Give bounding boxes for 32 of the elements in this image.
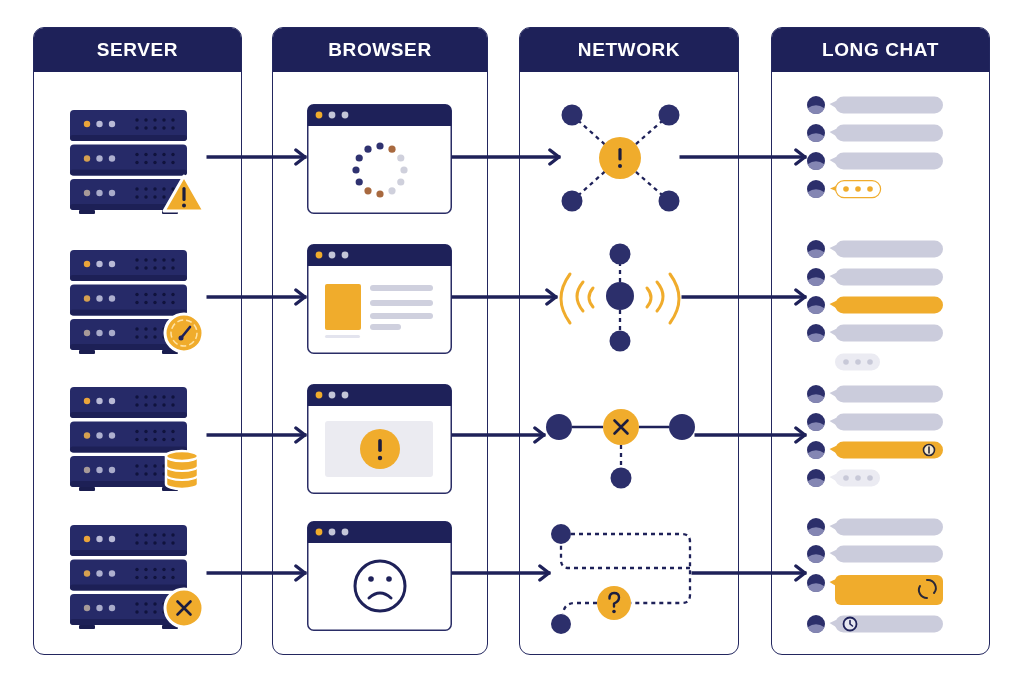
arrow [451, 148, 561, 166]
network-graph-illustration [560, 103, 680, 212]
arrow [451, 288, 558, 306]
chat-thread-illustration [806, 384, 944, 488]
arrow [681, 288, 807, 306]
network-graph-illustration [545, 408, 695, 489]
browser-window-illustration [306, 103, 452, 214]
arrow [694, 426, 807, 444]
arrow [206, 148, 307, 166]
arrow [451, 564, 551, 582]
arrow [206, 426, 307, 444]
arrow [691, 564, 807, 582]
arrow [206, 288, 307, 306]
chat-thread-illustration [806, 239, 944, 371]
chat-thread-illustration [806, 95, 944, 199]
column-panel [272, 27, 488, 655]
network-graph-illustration [557, 242, 682, 352]
column-header: BROWSER [273, 28, 487, 72]
column-header: LONG CHAT [772, 28, 989, 72]
column-panel [771, 27, 990, 655]
column-panel [519, 27, 739, 655]
browser-window-illustration [306, 383, 452, 494]
arrow [451, 426, 546, 444]
arrow [679, 148, 807, 166]
column-header: SERVER [34, 28, 241, 72]
browser-window-illustration [306, 520, 452, 631]
browser-window-illustration [306, 243, 452, 354]
column-header: NETWORK [520, 28, 738, 72]
column-panel [33, 27, 242, 655]
arrow [206, 564, 307, 582]
network-graph-illustration [550, 523, 692, 634]
chat-thread-illustration [806, 517, 944, 634]
